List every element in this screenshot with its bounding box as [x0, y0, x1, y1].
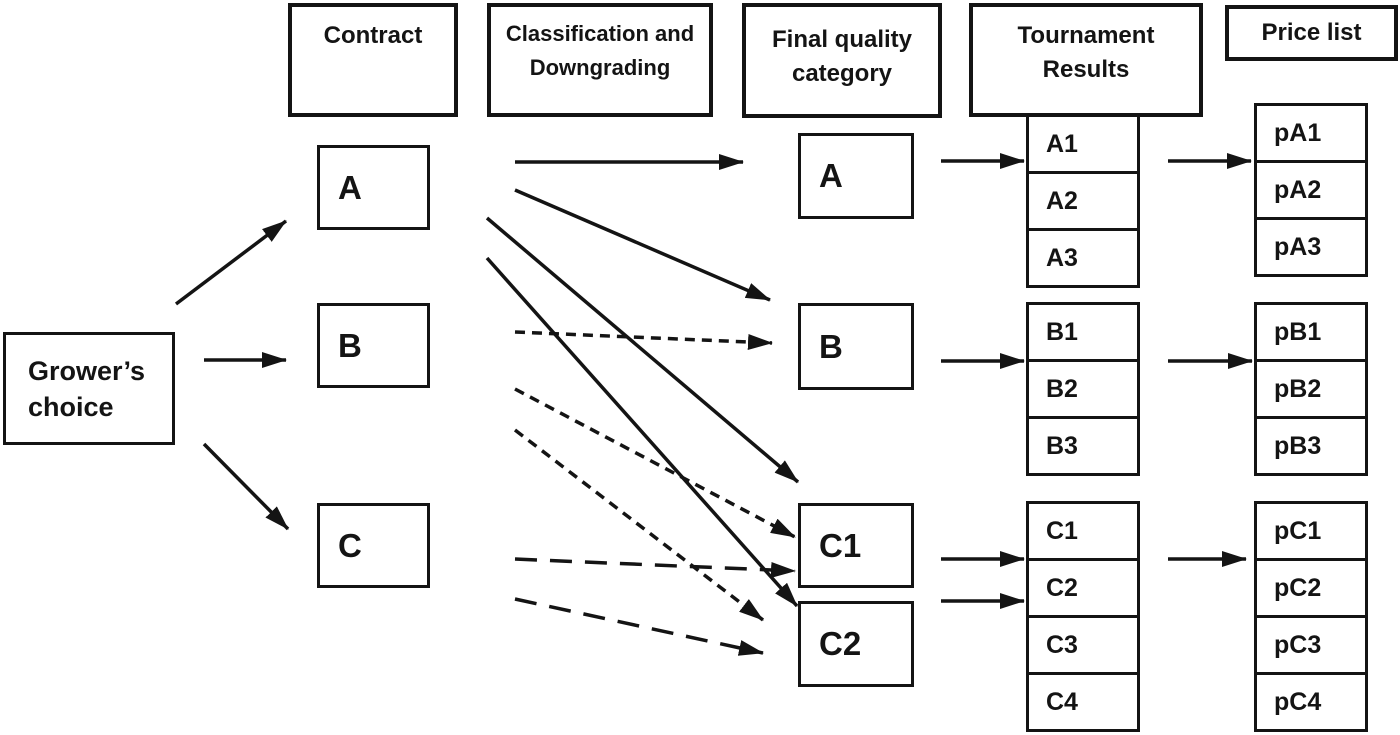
tournament-cell-c2: C2	[1026, 558, 1140, 618]
price-cell-pb1: pB1	[1254, 302, 1368, 362]
header-classification-downgrading: Classification and Downgrading	[487, 3, 713, 117]
header-final-quality-line1: Final quality	[771, 26, 912, 53]
edge-contract-b-to-final-b	[514, 330, 773, 350]
price-stack-c: pC1 pC2 pC3 pC4	[1254, 501, 1368, 732]
contract-box-c: C	[317, 503, 430, 588]
price-cell-pa1: pA1	[1254, 103, 1368, 163]
final-box-c1: C1	[798, 503, 914, 588]
tournament-cell-b3: B3	[1026, 416, 1140, 476]
grower-choice-line1: Grower’s	[28, 355, 146, 386]
tournament-stack-c: C1 C2 C3 C4	[1026, 501, 1140, 732]
header-contract: Contract	[288, 3, 458, 117]
price-cell-pc3: pC3	[1254, 615, 1368, 675]
edge-contract-a-to-final-c2	[485, 256, 799, 608]
header-classification-line1: Classification and	[505, 21, 695, 46]
tournament-cell-a2: A2	[1026, 171, 1140, 231]
price-cell-pc2: pC2	[1254, 558, 1368, 618]
price-cell-pa2: pA2	[1254, 160, 1368, 220]
price-cell-pb3: pB3	[1254, 416, 1368, 476]
header-tournament-line2: Results	[1042, 56, 1130, 83]
price-cell-pc4: pC4	[1254, 672, 1368, 732]
tournament-cell-b2: B2	[1026, 359, 1140, 419]
grower-choice-line2: choice	[28, 391, 114, 422]
tournament-cell-b1: B1	[1026, 302, 1140, 362]
tournament-cell-c4: C4	[1026, 672, 1140, 732]
final-box-b: B	[798, 303, 914, 390]
contract-box-b: B	[317, 303, 430, 388]
edge-contract-b-to-final-c1	[514, 387, 796, 539]
edge-contract-c-to-final-c1	[514, 557, 796, 578]
contract-box-a: A	[317, 145, 430, 230]
edge-contract-c-to-final-c2	[514, 597, 764, 656]
tournament-stack-b: B1 B2 B3	[1026, 302, 1140, 476]
edge-contract-a-to-final-c1	[485, 216, 800, 484]
edge-grower-to-contract-a	[174, 219, 288, 306]
price-stack-b: pB1 pB2 pB3	[1254, 302, 1368, 476]
tournament-cell-c1: C1	[1026, 501, 1140, 561]
final-box-a: A	[798, 133, 914, 219]
price-cell-pb2: pB2	[1254, 359, 1368, 419]
header-price-list-label: Price list	[1261, 19, 1362, 46]
tournament-cell-a1: A1	[1026, 114, 1140, 174]
tournament-cell-c3: C3	[1026, 615, 1140, 675]
header-classification-line2: Downgrading	[529, 55, 671, 80]
tournament-stack-a: A1 A2 A3	[1026, 114, 1140, 288]
edge-contract-a-to-final-b	[514, 188, 771, 302]
header-contract-label: Contract	[323, 22, 423, 49]
header-tournament-results: Tournament Results	[969, 3, 1203, 117]
header-final-quality-line2: category	[791, 60, 893, 87]
header-tournament-line1: Tournament	[1017, 22, 1155, 49]
header-price-list: Price list	[1225, 5, 1398, 61]
final-box-c2: C2	[798, 601, 914, 687]
price-stack-a: pA1 pA2 pA3	[1254, 103, 1368, 277]
grower-choice-box: Grower’s choice	[3, 332, 175, 445]
edge-contract-b-to-final-c2	[513, 428, 765, 622]
tournament-cell-a3: A3	[1026, 228, 1140, 288]
price-cell-pa3: pA3	[1254, 217, 1368, 277]
header-final-quality-category: Final quality category	[742, 3, 942, 118]
edge-grower-to-contract-c	[202, 442, 290, 531]
price-cell-pc1: pC1	[1254, 501, 1368, 561]
